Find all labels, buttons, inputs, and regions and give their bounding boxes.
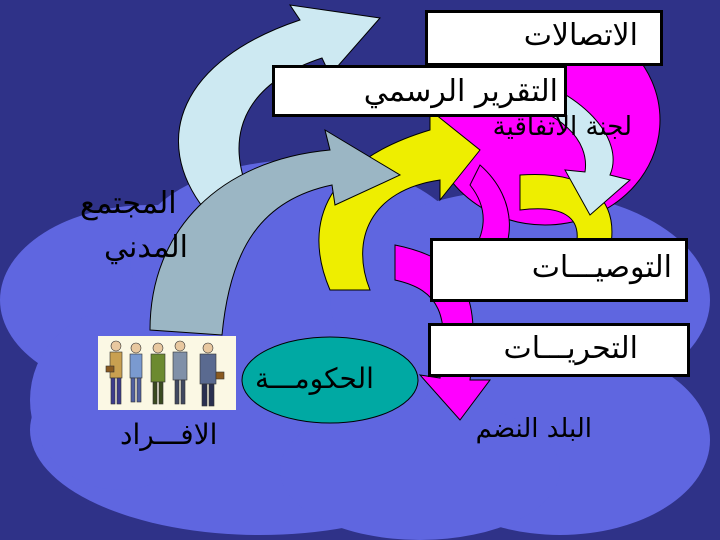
member-state-label: البلد النضم (475, 414, 592, 444)
people-illustration (98, 336, 236, 410)
official-report-label: التقرير الرسمي (363, 74, 558, 109)
yellow-arrow-upper (318, 108, 481, 291)
civil-society-label-line2: المدني (104, 230, 188, 265)
individuals-label: الافـــراد (120, 418, 218, 451)
recommendations-label: التوصيـــات (531, 250, 672, 285)
government-label: الحكومـــة (255, 362, 374, 395)
civil-society-label-line1: المجتمع (80, 186, 177, 221)
grayblue-arrow-upper (149, 128, 402, 336)
investigations-box (428, 323, 690, 377)
convention-committee-label: لجنة الاتفاقية (492, 112, 632, 142)
communications-box (425, 10, 663, 66)
lightblue-arrow-upper (178, 4, 381, 211)
communications-label: الاتصالات (523, 18, 638, 53)
government-ellipse (241, 336, 419, 424)
official-report-box (272, 65, 567, 117)
recommendations-box (430, 238, 688, 302)
people-icon (105, 340, 225, 407)
investigations-label: التحريـــات (503, 331, 638, 366)
